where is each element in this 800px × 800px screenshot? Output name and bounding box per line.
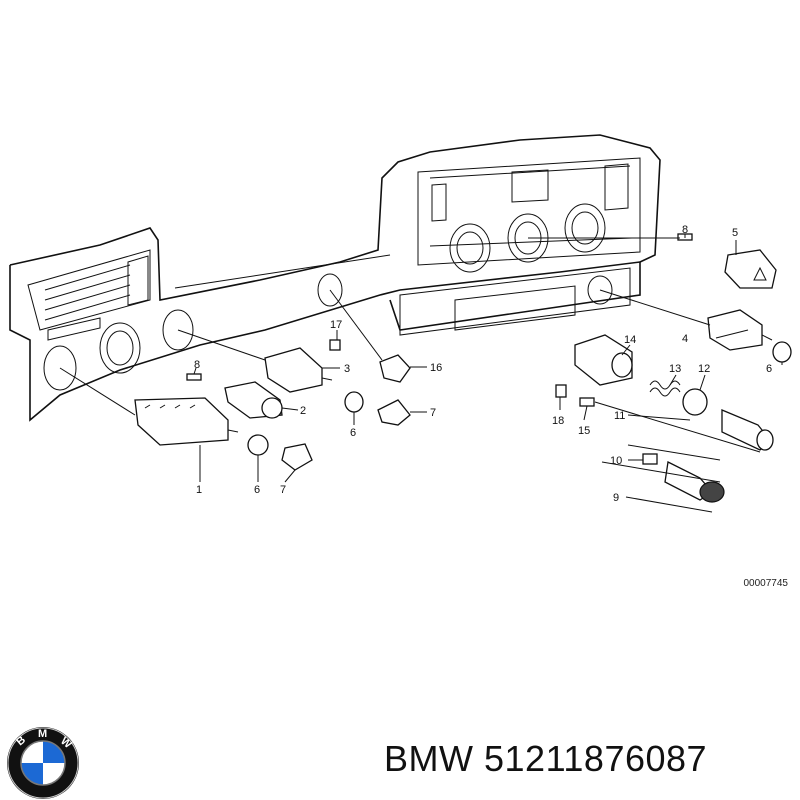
svg-text:M: M <box>38 728 47 740</box>
gauge-openings <box>43 203 613 391</box>
callout-6b: 6 <box>350 427 356 439</box>
callout-1: 1 <box>196 484 202 496</box>
part-bulb-15-18 <box>555 384 595 407</box>
leader-lines <box>59 234 783 513</box>
callout-7a: 7 <box>280 484 286 496</box>
callout-9: 9 <box>613 492 619 504</box>
part-hazard-switch-5 <box>724 249 777 289</box>
part-number: 51211876087 <box>484 738 708 779</box>
part-cap-7 <box>281 399 411 471</box>
callout-12: 12 <box>698 363 710 375</box>
part-clip-17 <box>329 339 341 351</box>
brand-name: BMW <box>384 738 474 779</box>
callout-14: 14 <box>624 334 636 346</box>
callout-8a: 8 <box>194 359 200 371</box>
part-switch-4 <box>707 309 773 351</box>
part-lighter-9 <box>664 461 725 503</box>
part-relay <box>264 347 333 393</box>
dashboard-panel <box>9 134 661 422</box>
callout-8b: 8 <box>682 224 688 236</box>
callout-18: 18 <box>552 415 564 427</box>
callout-2: 2 <box>300 405 306 417</box>
callout-6a: 6 <box>254 484 260 496</box>
callout-11: 11 <box>614 410 625 422</box>
callout-10: 10 <box>610 455 622 467</box>
callout-15: 15 <box>578 425 590 437</box>
part-bulb-10 <box>642 453 658 465</box>
part-housing-14 <box>574 334 633 386</box>
part-spring-13 <box>649 380 681 397</box>
part-glovebox-light <box>134 397 239 446</box>
callout-16: 16 <box>430 362 442 374</box>
reference-code: 00007745 <box>743 578 789 589</box>
callout-6c: 6 <box>766 363 772 375</box>
part-knob-6 <box>247 341 792 456</box>
bmw-logo: B M W <box>7 727 79 799</box>
callout-labels: 1 2 3 4 5 6 6 6 7 7 7 8 8 9 10 11 12 13 … <box>194 224 772 504</box>
part-cigarette-lighter-socket <box>224 381 283 419</box>
part-socket-11 <box>721 409 774 451</box>
callout-5: 5 <box>732 227 738 239</box>
part-knob-16 <box>379 354 411 383</box>
callout-17: 17 <box>330 319 342 331</box>
callout-3: 3 <box>344 363 350 375</box>
callout-4: 4 <box>682 333 688 345</box>
part-ring-12 <box>682 388 708 416</box>
part-caption: BMW 51211876087 <box>384 738 707 780</box>
callout-13: 13 <box>669 363 681 375</box>
callout-7b: 7 <box>430 407 436 419</box>
